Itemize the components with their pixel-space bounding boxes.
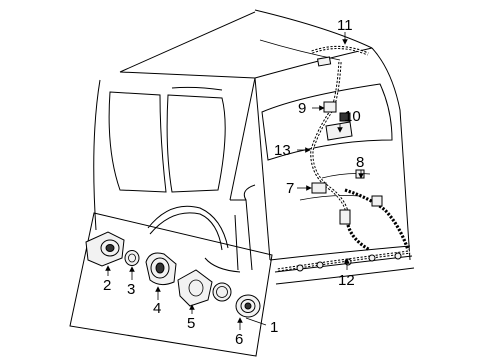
callout-3: 3 — [127, 281, 135, 298]
callout-7: 7 — [286, 180, 294, 197]
callout-4: 4 — [153, 300, 161, 317]
ring-part — [212, 282, 232, 302]
callout-6: 6 — [235, 331, 243, 348]
callout-5: 5 — [187, 315, 195, 332]
callout-13: 13 — [274, 142, 291, 159]
callout-arrows — [105, 32, 364, 330]
sensor-housing-part — [145, 252, 177, 286]
wiring-harness — [277, 45, 411, 272]
sensor-kit-inset — [69, 212, 273, 357]
callout-labels: 11 9 10 13 8 7 12 2 3 4 5 6 1 — [103, 17, 364, 348]
callout-10: 10 — [344, 108, 361, 125]
vehicle-body — [93, 9, 415, 285]
sensor-bracket-part — [85, 231, 125, 267]
callout-11: 11 — [337, 17, 353, 34]
grommet-part — [124, 250, 140, 266]
callout-8: 8 — [356, 154, 364, 171]
callout-9: 9 — [298, 100, 306, 117]
bezel-part — [177, 269, 213, 307]
callout-2: 2 — [103, 277, 111, 294]
callout-1: 1 — [270, 319, 278, 336]
callout-12: 12 — [338, 272, 355, 289]
sensor-cap-part — [235, 294, 261, 318]
